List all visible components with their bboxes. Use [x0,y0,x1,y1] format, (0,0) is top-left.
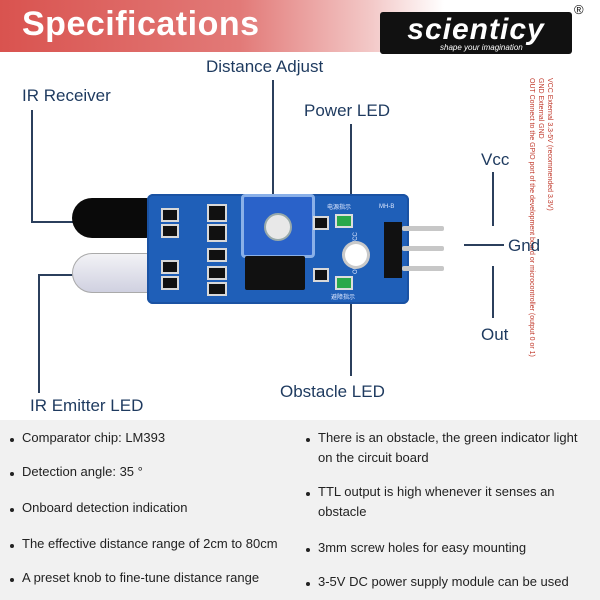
smd-component [207,282,227,296]
line-power-led [350,124,352,216]
line-ir-receiver-v [31,110,33,222]
potentiometer-knob-icon [264,213,292,241]
smd-component [161,224,179,238]
feature-left-2: Detection angle: 35 ° [22,464,143,479]
label-ir-emitter-led: IR Emitter LED [30,396,144,415]
feature-right-2: TTL output is high whenever it senses an… [318,484,555,519]
logo-name: scienticy [407,13,545,46]
bullet-icon [10,508,14,512]
pin-description-note: VCC External 3.3-5V (recommended 3.3V) G… [527,78,554,438]
line-gnd [464,244,504,246]
smd-component [161,208,179,222]
smd-component [161,260,179,274]
smd-component [161,276,179,290]
brand-logo: scienticy shape your imagination [380,12,572,54]
bullet-icon [10,438,14,442]
bullet-icon [10,472,14,476]
bullet-icon [306,438,310,442]
line-distance-adjust [272,80,274,206]
line-out [492,266,494,318]
smd-component [207,224,227,242]
power-marking: 电源指示 [327,205,352,211]
bullet-icon [10,578,14,582]
feature-left-1: Comparator chip: LM393 [22,430,166,445]
label-out: Out [481,325,509,344]
mounting-hole [345,244,367,266]
registered-mark: ® [574,2,584,17]
ir-emitter-diode [72,253,150,293]
pin-header [384,222,402,278]
logo-tagline: shape your imagination [440,43,523,52]
label-vcc: Vcc [481,150,510,169]
pin-out [402,266,444,271]
distance-potentiometer [241,194,315,258]
features-panel: Comparator chip: LM393 Detection angle: … [0,420,600,600]
line-vcc [492,172,494,226]
line-ir-receiver-h [31,221,77,223]
feature-left-4: The effective distance range of 2cm to 8… [22,536,278,551]
bullet-icon [306,548,310,552]
comparator-chip [245,256,305,290]
label-gnd: Gnd [508,236,541,255]
feature-left-5: A preset knob to fine-tune distance rang… [22,570,260,585]
feature-right-3: 3mm screw holes for easy mounting [318,540,527,555]
feature-right-1: There is an obstacle, the green indicato… [318,430,578,465]
label-power-led: Power LED [304,101,390,120]
line-ir-emitter-v [38,275,40,393]
sensor-board: 电源指示 避障指示 MH-B OUT GND VCC [147,194,444,304]
feature-left-3: Onboard detection indication [22,500,188,515]
line-ir-emitter-h [38,274,78,276]
page-title: Specifications [22,5,260,43]
line-obstacle-led [350,290,352,376]
ir-receiver-diode [72,198,150,238]
smd-component [207,204,227,222]
smd-component [207,248,227,262]
bullet-icon [306,582,310,586]
smd-component [207,266,227,280]
label-obstacle-led: Obstacle LED [280,382,385,401]
bullet-icon [10,544,14,548]
note-gnd: GND External GND [537,78,544,139]
bullet-icon [306,492,310,496]
label-ir-receiver: IR Receiver [22,86,111,105]
note-out: OUT Connect to the GPIO port of the deve… [528,78,535,357]
obstacle-led-indicator [335,276,353,290]
note-vcc: VCC External 3.3-5V (recommended 3.3V) [546,78,553,211]
obstacle-marking: 避障指示 [331,295,356,301]
feature-right-4: 3-5V DC power supply module can be used [318,574,569,589]
pin-gnd [402,246,444,251]
label-distance-adjust: Distance Adjust [206,57,324,76]
board-model: MH-B [379,204,395,210]
smd-component [313,216,329,230]
smd-component [313,268,329,282]
power-led-indicator [335,214,353,228]
pin-vcc [402,226,444,231]
